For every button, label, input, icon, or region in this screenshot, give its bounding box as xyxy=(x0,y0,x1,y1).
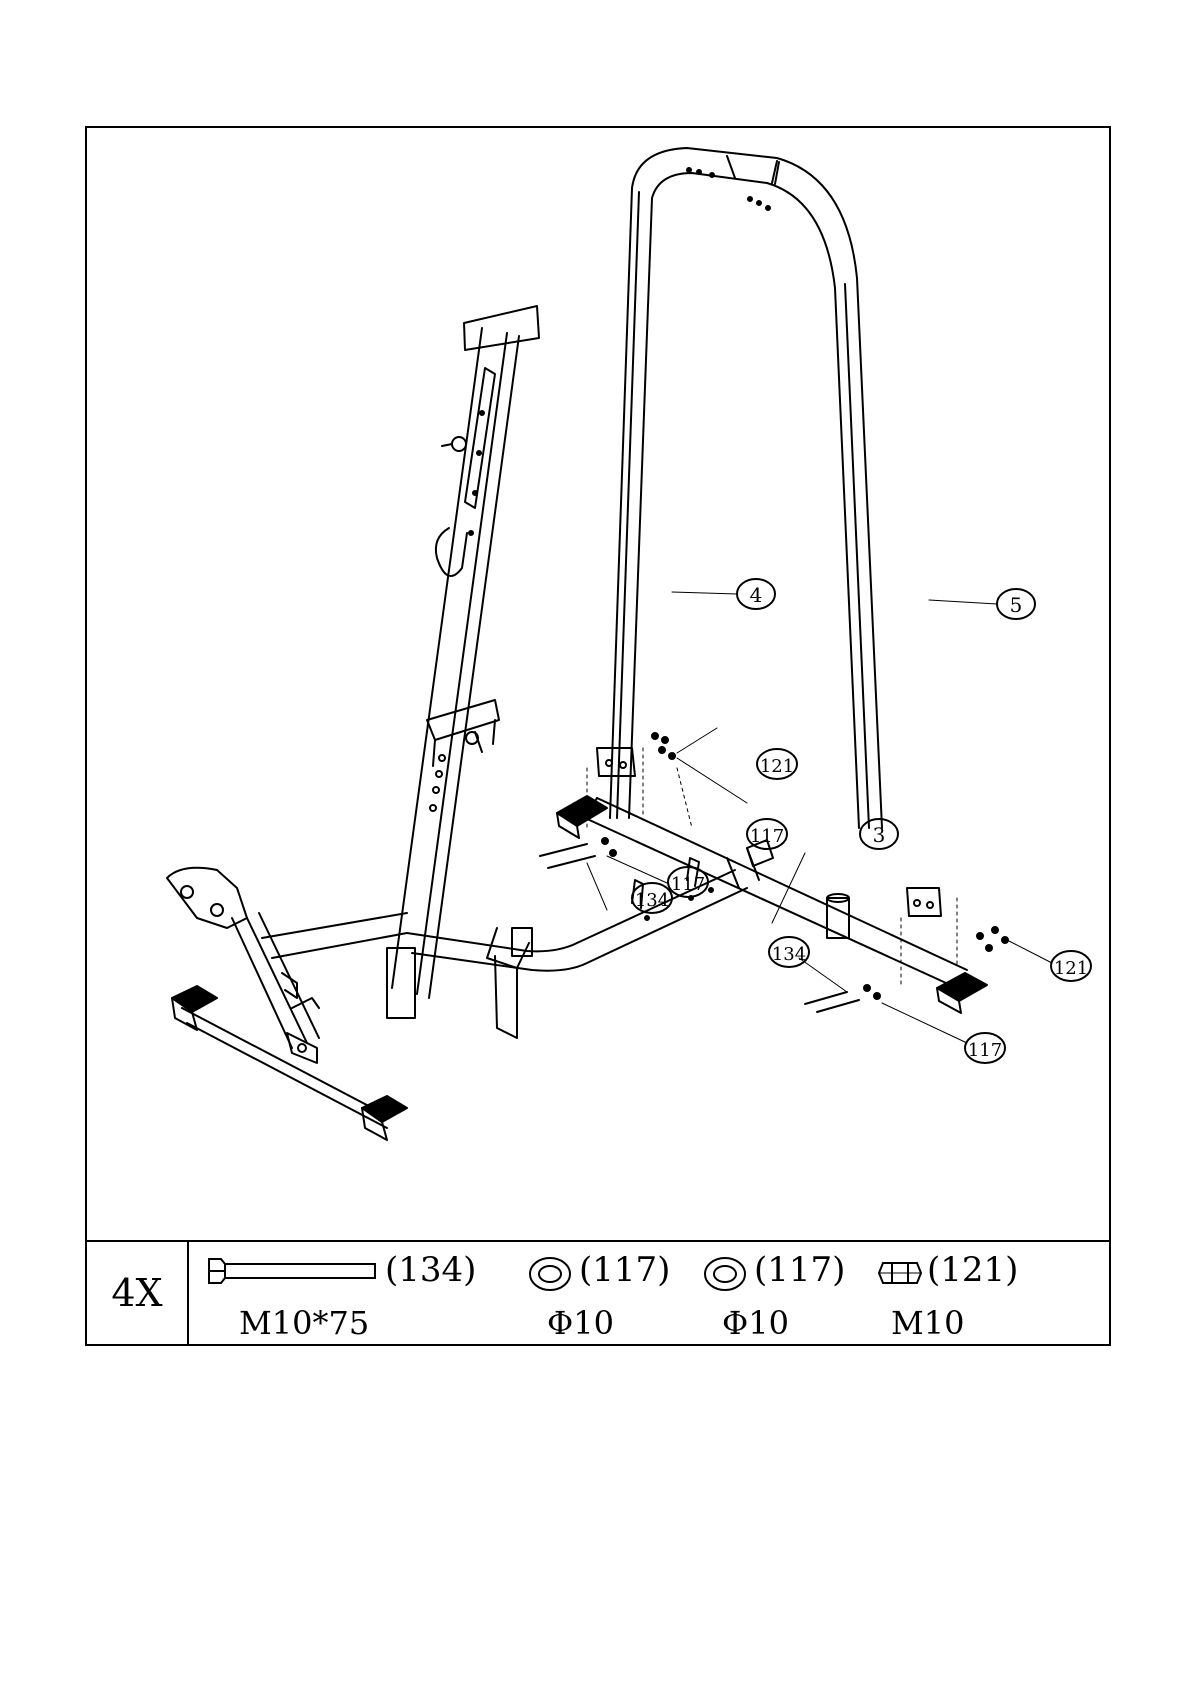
incline-upright xyxy=(387,306,539,1018)
hardware-ref-121: (121) xyxy=(927,1250,1018,1290)
svg-text:117: 117 xyxy=(671,874,705,895)
svg-text:5: 5 xyxy=(1010,593,1023,617)
arch-frame xyxy=(587,148,957,988)
hardware-table: 4X (134) M10*75 (117) Φ10 xyxy=(87,1240,1109,1344)
hardware-item-bolt: (134) M10*75 xyxy=(207,1242,477,1344)
hardware-ref-117: (117) xyxy=(579,1250,670,1290)
base-frame xyxy=(407,796,987,1038)
leader-lines xyxy=(587,592,1052,1043)
callout-134-right: 134 xyxy=(769,937,809,967)
callout-121-right: 121 xyxy=(1051,951,1091,981)
assembly-drawing: 4 5 3 121 117 117 134 134 xyxy=(87,128,1109,1240)
hardware-spec-washer: Φ10 xyxy=(722,1304,789,1342)
hardware-spec-washer: Φ10 xyxy=(547,1304,614,1342)
hardware-item-washer-2: (117) Φ10 xyxy=(702,1242,862,1344)
assembly-frame: 4 5 3 121 117 117 134 134 xyxy=(85,126,1111,1346)
svg-text:121: 121 xyxy=(760,756,794,777)
svg-text:134: 134 xyxy=(772,944,806,965)
nut-icon xyxy=(877,1258,923,1288)
callout-134-left: 134 xyxy=(632,883,672,913)
svg-text:117: 117 xyxy=(750,826,784,847)
callout-5: 5 xyxy=(997,589,1035,619)
callout-117-top: 117 xyxy=(747,819,787,849)
hardware-item-washer-1: (117) Φ10 xyxy=(527,1242,687,1344)
callout-121-top: 121 xyxy=(757,749,797,779)
quantity-label: 4X xyxy=(87,1242,189,1344)
washer-icon xyxy=(702,1254,748,1294)
hardware-group-left xyxy=(540,733,675,868)
bolt-icon xyxy=(207,1256,377,1286)
svg-text:3: 3 xyxy=(873,823,886,847)
svg-text:121: 121 xyxy=(1054,958,1088,979)
hardware-spec-bolt: M10*75 xyxy=(239,1304,369,1342)
hardware-item-nut: (121) M10 xyxy=(877,1242,1037,1344)
callout-3: 3 xyxy=(860,819,898,849)
svg-text:134: 134 xyxy=(635,890,669,911)
front-support xyxy=(167,868,407,1140)
hardware-group-right xyxy=(805,927,1008,1012)
svg-text:117: 117 xyxy=(968,1040,1002,1061)
callout-4: 4 xyxy=(737,579,775,609)
svg-text:4: 4 xyxy=(750,583,763,607)
hardware-ref-134: (134) xyxy=(385,1250,476,1290)
hardware-ref-117: (117) xyxy=(754,1250,845,1290)
washer-icon xyxy=(527,1254,573,1294)
hardware-spec-nut: M10 xyxy=(891,1304,964,1342)
callout-117-right: 117 xyxy=(965,1033,1005,1063)
